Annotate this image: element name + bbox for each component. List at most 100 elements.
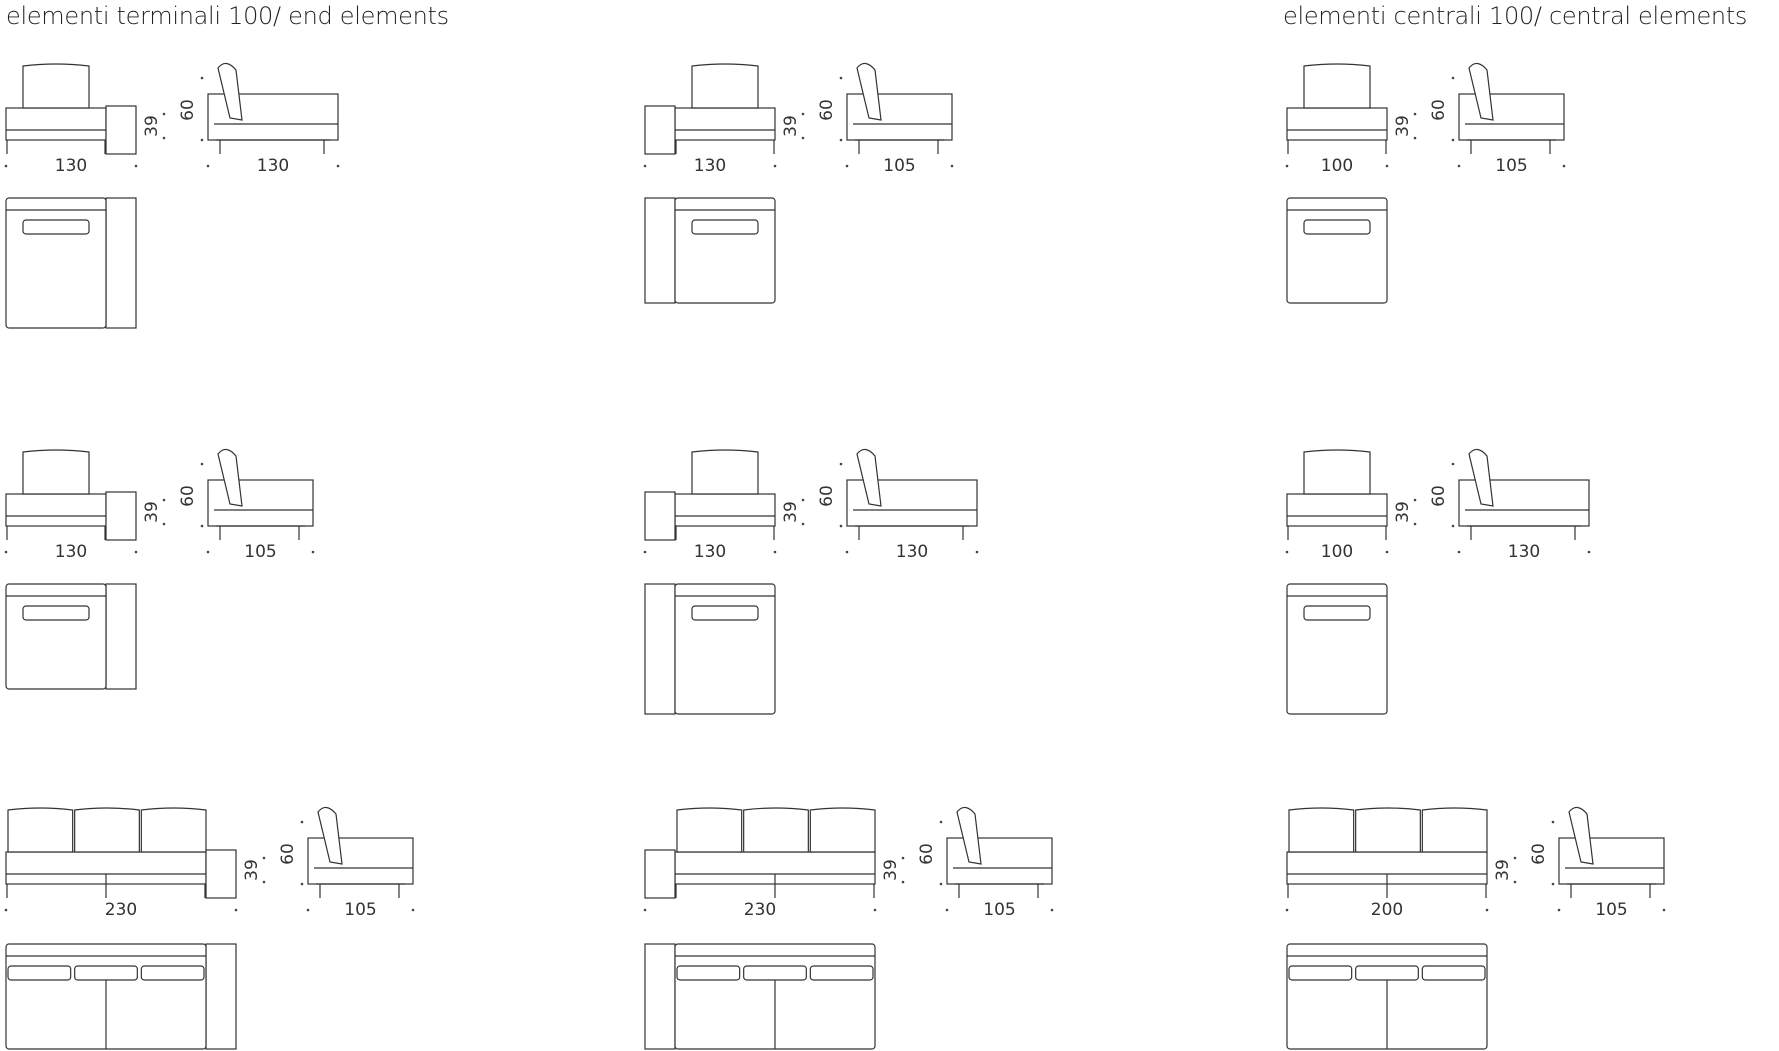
seat-height-label-6: 39 [242,859,262,881]
front-back-cushion-4-0 [691,449,759,495]
front-seat-3 [5,493,107,527]
front-back-cushion-0-0 [22,63,90,109]
back-dot-a-3 [200,462,204,466]
front-back-cushion-6-0 [7,807,74,853]
top-seat-2 [1286,197,1388,304]
side-back-cushion-0 [217,62,243,121]
back-height-label-7: 60 [917,843,937,865]
front-seat-2 [1286,107,1388,141]
back-dot-b-8 [1551,882,1555,886]
back-dot-a-7 [939,820,943,824]
seat-dot-a-0 [162,112,166,116]
seat-dot-a-1 [801,112,805,116]
side-depth-label-8: 105 [1595,900,1627,920]
dim-dot-l-6 [4,908,8,912]
side-dot-r-1 [950,164,954,168]
side-back-cushion-8 [1568,806,1594,865]
side-dot-r-0 [336,164,340,168]
top-cushion-4-0 [691,605,759,621]
side-body-1 [846,93,953,141]
seat-dot-b-2 [1413,136,1417,140]
seat-height-label-1: 39 [781,115,801,137]
side-body-7 [946,837,1053,885]
top-cushion-7-1 [743,965,807,981]
side-body-3 [207,479,314,527]
front-arm-4 [644,491,676,541]
back-height-label-2: 60 [1429,99,1449,121]
dim-dot-l-4 [643,550,647,554]
front-back-cushion-5-0 [1303,449,1371,495]
side-body-2 [1458,93,1565,141]
front-back-cushion-7-0 [676,807,743,853]
front-back-cushion-7-1 [743,807,809,853]
back-dot-b-6 [300,882,304,886]
top-cushion-5-0 [1303,605,1371,621]
back-dot-b-5 [1451,524,1455,528]
top-cushion-7-2 [809,965,874,981]
seat-dot-b-6 [262,880,266,884]
side-dot-r-5 [1587,550,1591,554]
top-cushion-3-0 [22,605,90,621]
top-arm-3 [105,583,137,690]
side-back-cushion-5 [1468,448,1494,507]
seat-dot-a-5 [1413,498,1417,502]
dim-dot-l-8 [1285,908,1289,912]
top-seat-1 [674,197,776,304]
seat-dot-b-5 [1413,522,1417,526]
seat-height-label-4: 39 [781,501,801,523]
top-arm-0 [105,197,137,329]
seat-dot-a-6 [262,856,266,860]
dim-dot-l-3 [4,550,8,554]
dim-dot-l-2 [1285,164,1289,168]
front-seat-5 [1286,493,1388,527]
back-height-label-6: 60 [278,843,298,865]
seat-dot-a-4 [801,498,805,502]
seat-dot-a-2 [1413,112,1417,116]
front-width-label-5: 100 [1321,542,1353,562]
seat-dot-b-4 [801,522,805,526]
side-dot-r-2 [1562,164,1566,168]
front-arm-1 [644,105,676,155]
dim-dot-r-5 [1385,550,1389,554]
back-height-label-5: 60 [1429,485,1449,507]
dim-dot-l-7 [643,908,647,912]
side-back-cushion-4 [856,448,882,507]
side-depth-label-6: 105 [344,900,376,920]
seat-dot-b-3 [162,522,166,526]
seat-height-label-8: 39 [1493,859,1513,881]
back-dot-a-4 [839,462,843,466]
top-seat-5 [1286,583,1388,715]
front-arm-7 [644,849,676,899]
dim-dot-l-5 [1285,550,1289,554]
front-back-cushion-2-0 [1303,63,1371,109]
front-width-label-7: 230 [744,900,776,920]
front-width-label-0: 130 [55,156,87,176]
seat-dot-b-0 [162,136,166,140]
seat-dot-b-1 [801,136,805,140]
back-height-label-0: 60 [178,99,198,121]
back-dot-b-1 [839,138,843,142]
side-back-cushion-2 [1468,62,1494,121]
top-arm-4 [644,583,676,715]
front-back-cushion-8-0 [1288,807,1355,853]
seat-dot-a-8 [1513,856,1517,860]
side-dot-r-6 [411,908,415,912]
front-arm-3 [105,491,137,541]
front-arm-6 [205,849,237,899]
seat-height-label-0: 39 [142,115,162,137]
side-back-cushion-3 [217,448,243,507]
front-back-cushion-7-2 [809,807,876,853]
seat-height-label-2: 39 [1393,115,1413,137]
front-back-cushion-8-1 [1355,807,1421,853]
side-dot-l-4 [845,550,849,554]
front-width-label-2: 100 [1321,156,1353,176]
side-back-cushion-7 [956,806,982,865]
side-depth-label-3: 105 [244,542,276,562]
back-dot-a-8 [1551,820,1555,824]
dim-dot-r-6 [234,908,238,912]
side-back-cushion-6 [317,806,343,865]
